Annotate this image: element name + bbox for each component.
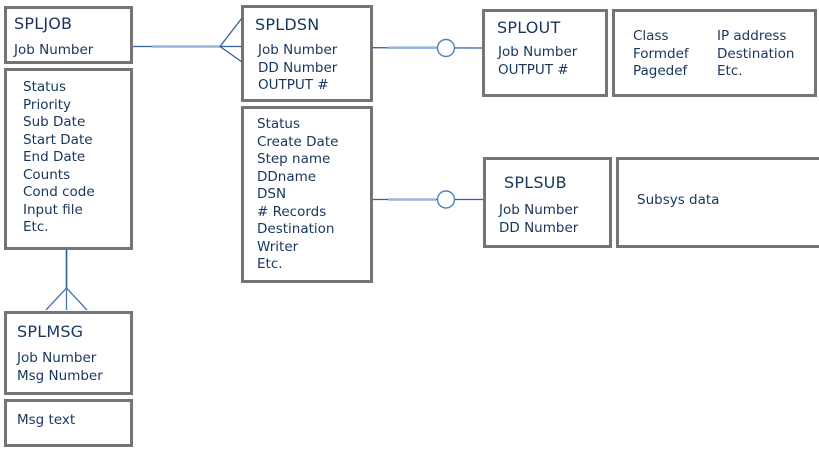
entity-spljob-keys: Job Number [14,42,94,58]
connector-spljob-spldsn [133,17,243,63]
entity-splmsg-attributes: Msg text [4,399,133,447]
entity-splout-attributes: Class Formdef Pagedef IP address Destina… [612,9,817,97]
entity-splmsg-header: SPLMSG Job Number Msg Number [4,311,133,395]
entity-splmsg-keys: Job Number Msg Number [17,350,103,384]
entity-spldsn-header: SPLDSN Job Number DD Number OUTPUT # [241,5,373,102]
optionality-circle-icon [436,38,456,58]
entity-splout-title: SPLOUT [497,18,561,37]
entity-spljob-attributes: Status Priority Sub Date Start Date End … [4,68,133,250]
entity-splout-keys: Job Number OUTPUT # [498,44,578,78]
attribute-list: Status Priority Sub Date Start Date End … [23,79,95,235]
entity-spljob-title: SPLJOB [14,14,73,33]
connector-spldsn-splsub [373,190,483,209]
attribute-list-col2: IP address Destination Etc. [717,28,795,79]
entity-spldsn-keys: Job Number DD Number OUTPUT # [258,42,338,93]
entity-splmsg-title: SPLMSG [17,322,84,341]
entity-splout-header: SPLOUT Job Number OUTPUT # [482,9,608,97]
connector-spldsn-splout [372,38,483,58]
crow-foot-icon [219,17,243,63]
attribute-list: Subsys data [637,192,720,208]
optionality-circle-icon [436,190,456,209]
entity-splsub-attributes: Subsys data [616,157,819,248]
crow-foot-icon [45,287,88,311]
attribute-list: Msg text [17,412,76,428]
entity-spldsn-title: SPLDSN [255,15,320,34]
entity-spldsn-attributes: Status Create Date Step name DDname DSN … [241,106,373,283]
entity-splsub-keys: Job Number DD Number [499,202,579,236]
connector-spljob-splmsg [45,250,88,311]
attribute-list: Status Create Date Step name DDname DSN … [257,116,339,272]
attribute-list-col1: Class Formdef Pagedef [633,28,689,79]
entity-splsub-header: SPLSUB Job Number DD Number [483,157,612,248]
entity-spljob-header: SPLJOB Job Number [4,6,133,64]
entity-splsub-title: SPLSUB [504,173,567,192]
